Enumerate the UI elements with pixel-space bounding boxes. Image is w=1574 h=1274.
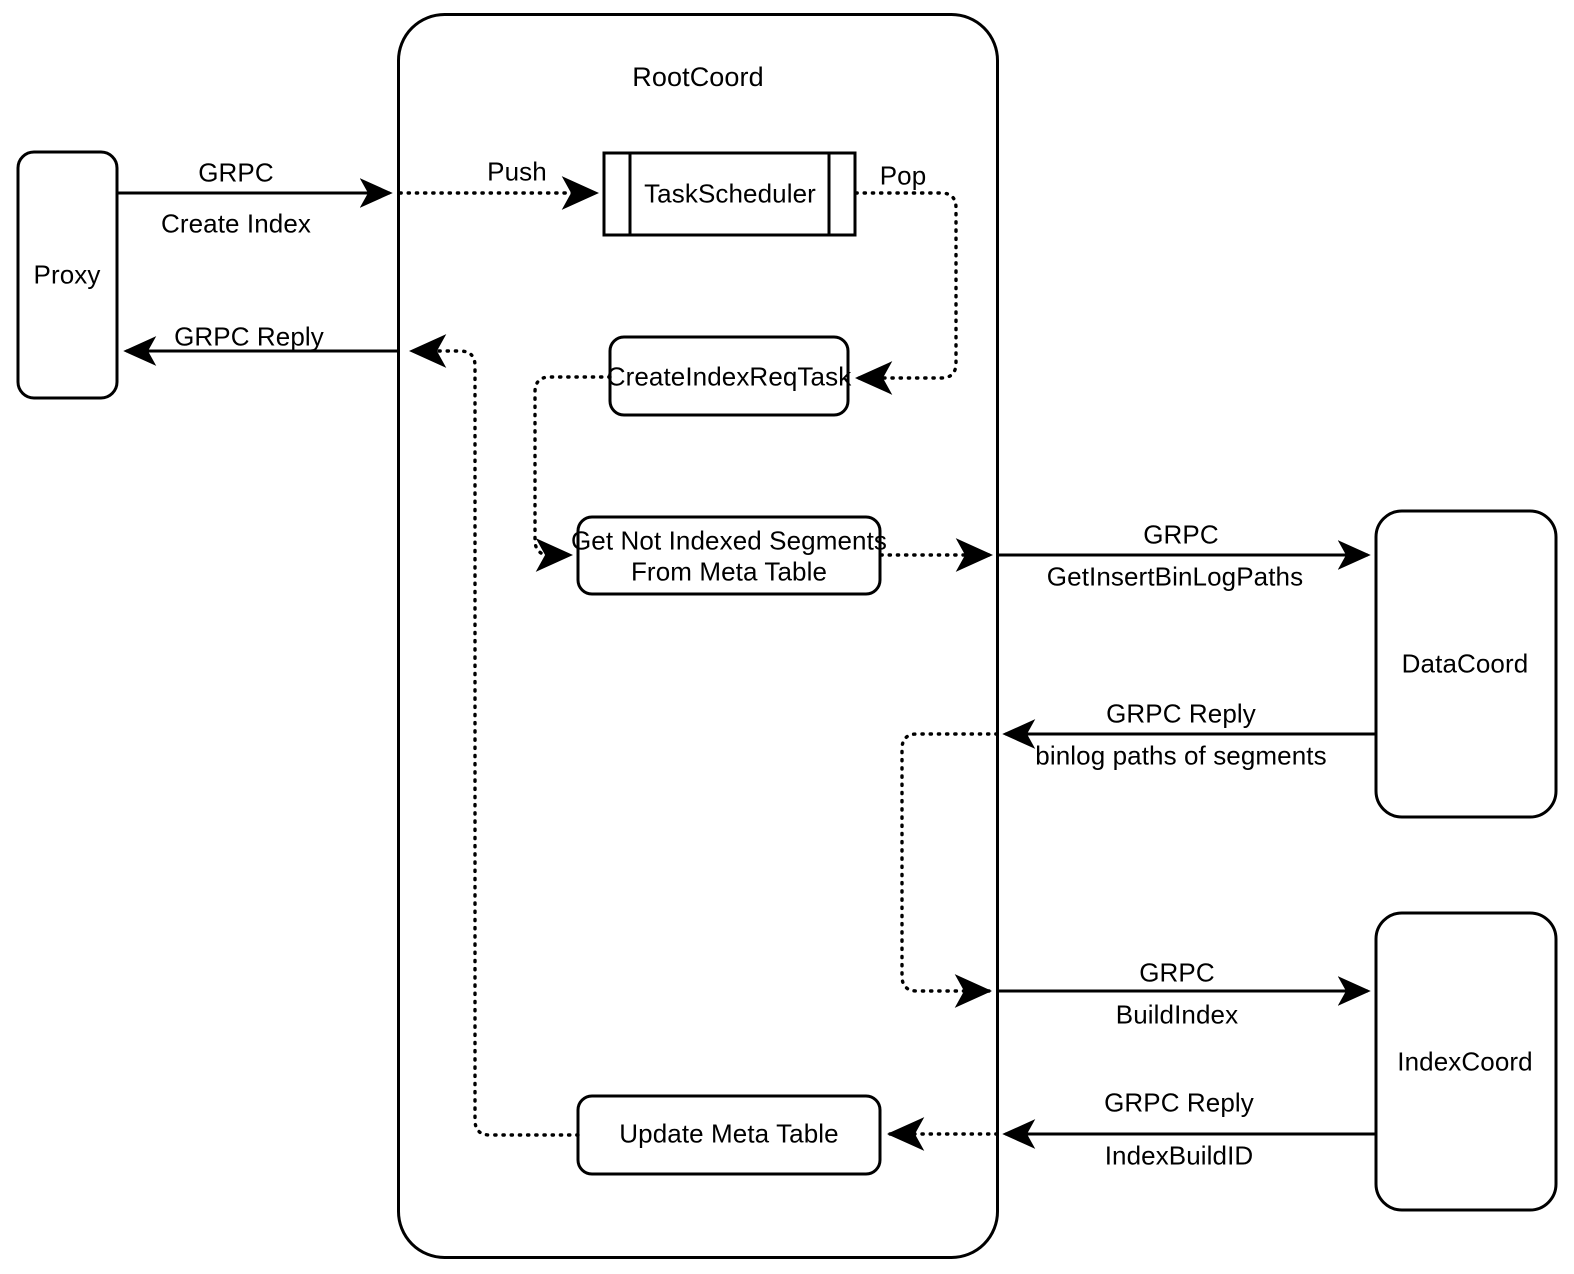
update-meta-table-box[interactable] bbox=[576, 1094, 882, 1176]
proxy-box[interactable] bbox=[16, 150, 119, 400]
indexcoord-box[interactable] bbox=[1374, 911, 1558, 1212]
create-index-req-task-box[interactable] bbox=[608, 335, 850, 417]
rootcoord-container bbox=[397, 13, 999, 1259]
task-scheduler-box[interactable] bbox=[602, 151, 857, 237]
edge-update-meta-table-to-grpc-reply bbox=[408, 334, 580, 1137]
datacoord-box[interactable] bbox=[1374, 509, 1558, 819]
get-not-indexed-segments-box[interactable] bbox=[576, 515, 882, 596]
edge-create-index-req-task-to-get-segments bbox=[533, 375, 612, 572]
edge-pop-to-create-index-req-task bbox=[854, 191, 958, 395]
